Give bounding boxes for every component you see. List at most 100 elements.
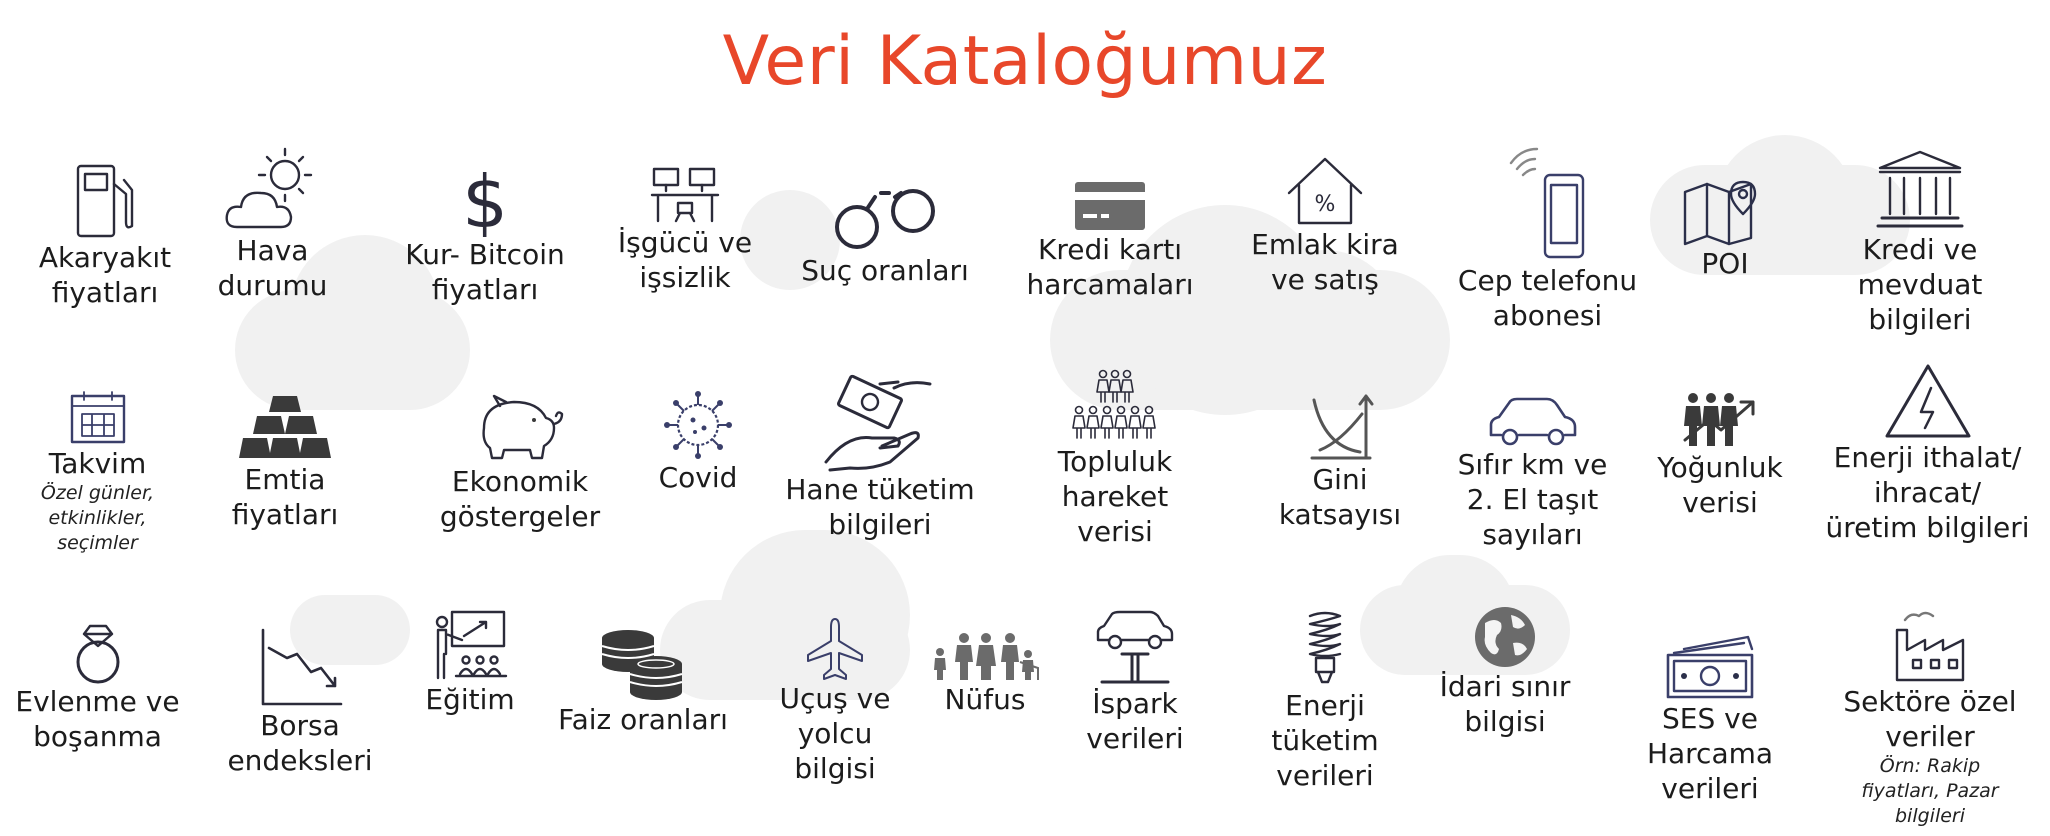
mobile-phone-icon bbox=[1509, 147, 1584, 259]
catalog-item-emtia: Emtia fiyatları bbox=[200, 392, 370, 532]
factory-icon bbox=[1895, 611, 1965, 682]
virus-icon bbox=[664, 391, 732, 459]
catalog-item-label: İşgücü ve işsizlik bbox=[617, 226, 753, 294]
car-icon bbox=[1489, 397, 1576, 446]
catalog-item-suc: Suç oranları bbox=[790, 175, 980, 288]
catalog-item-ekonomik: Ekonomik göstergeler bbox=[425, 392, 615, 534]
cloud-shape bbox=[290, 595, 410, 665]
hand-money-icon bbox=[824, 374, 932, 472]
catalog-item-kredimevduat: Kredi ve mevduat bilgileri bbox=[1820, 148, 2020, 337]
globe-icon bbox=[1475, 607, 1535, 667]
gini-curve-icon bbox=[1310, 394, 1374, 460]
catalog-item-evlenme: Evlenme ve boşanma bbox=[15, 620, 180, 754]
catalog-item-emlak: % Emlak kira ve satış bbox=[1240, 155, 1410, 297]
catalog-item-enerjituketim: Enerji tüketim verileri bbox=[1255, 608, 1395, 793]
catalog-item-label: Hava durumu bbox=[217, 234, 328, 302]
cloud-shape bbox=[1250, 250, 1400, 400]
svg-text:$: $ bbox=[462, 165, 508, 237]
catalog-item-egitim: Eğitim bbox=[415, 608, 525, 717]
calendar-icon bbox=[70, 391, 125, 444]
people-growth-icon bbox=[1683, 393, 1755, 446]
catalog-item-label: Enerji tüketim verileri bbox=[1271, 689, 1379, 792]
catalog-item-nufus: Nüfus bbox=[925, 632, 1045, 717]
crowd-icon bbox=[1072, 369, 1156, 439]
catalog-item-label: Cep telefonu abonesi bbox=[1457, 264, 1638, 332]
catalog-item-label: Akaryakıt fiyatları bbox=[38, 241, 172, 309]
bank-icon bbox=[1876, 150, 1964, 228]
catalog-item-label: POI bbox=[1701, 247, 1749, 280]
catalog-item-topluluk: Topluluk hareket verisi bbox=[1020, 368, 1210, 549]
catalog-item-covid: Covid bbox=[648, 390, 748, 495]
catalog-item-kur: $ Kur- Bitcoin fiyatları bbox=[400, 165, 570, 307]
catalog-item-label: Emtia fiyatları bbox=[231, 463, 339, 531]
catalog-item-sublabel: Özel günler, etkinlikler, seçimler bbox=[40, 482, 155, 554]
catalog-item-label: Ekonomik göstergeler bbox=[439, 465, 601, 533]
catalog-item-cep: Cep telefonu abonesi bbox=[1455, 145, 1640, 333]
light-bulb-icon bbox=[1308, 611, 1342, 684]
catalog-item-takvim: Takvim Özel günler, etkinlikler, seçimle… bbox=[20, 390, 175, 556]
catalog-item-faiz: Faiz oranları bbox=[548, 628, 738, 737]
cloud-shape bbox=[720, 530, 910, 700]
catalog-item-idari: İdari sınır bilgisi bbox=[1425, 605, 1585, 739]
cloud-shape bbox=[1715, 135, 1855, 275]
classroom-icon bbox=[435, 610, 508, 680]
catalog-item-label: Eğitim bbox=[425, 683, 515, 716]
credit-card-icon bbox=[1075, 182, 1145, 230]
car-lift-icon bbox=[1096, 610, 1174, 684]
catalog-item-label: Suç oranları bbox=[801, 254, 969, 287]
svg-text:%: % bbox=[1315, 192, 1336, 217]
catalog-item-sifirkm: Sıfır km ve 2. El taşıt sayıları bbox=[1445, 395, 1620, 552]
catalog-item-label: Sektöre özel veriler bbox=[1843, 685, 2017, 753]
airplane-icon bbox=[807, 618, 863, 680]
catalog-item-enerjiithalat: Enerji ithalat/ ihracat/ üretim bilgiler… bbox=[1820, 362, 2035, 545]
cloud-shape bbox=[740, 190, 840, 290]
catalog-item-label: Takvim bbox=[48, 447, 147, 480]
workstations-icon bbox=[650, 167, 720, 223]
catalog-item-gini: Gini katsayısı bbox=[1270, 390, 1410, 532]
catalog-item-label: İspark verileri bbox=[1086, 687, 1184, 755]
catalog-item-ispark: İspark verileri bbox=[1060, 610, 1210, 756]
catalog-item-akaryakit: Akaryakıt fiyatları bbox=[20, 160, 190, 310]
map-pin-icon bbox=[1683, 180, 1757, 246]
catalog-item-label: Borsa endeksleri bbox=[227, 709, 373, 777]
catalog-item-poi: POI bbox=[1670, 180, 1780, 281]
weather-sun-cloud-icon bbox=[225, 147, 312, 229]
banknotes-icon bbox=[1666, 635, 1754, 699]
catalog-item-label: Covid bbox=[658, 461, 738, 494]
catalog-item-kredikarti: Kredi kartı harcamaları bbox=[1015, 180, 1205, 302]
catalog-item-label: SES ve Harcama verileri bbox=[1646, 702, 1774, 805]
catalog-item-label: Evlenme ve boşanma bbox=[15, 685, 180, 753]
catalog-item-borsa: Borsa endeksleri bbox=[220, 628, 380, 778]
gold-bars-icon bbox=[239, 396, 331, 458]
catalog-item-label: Enerji ithalat/ ihracat/ üretim bilgiler… bbox=[1825, 441, 2030, 544]
dollar-sign-icon: $ bbox=[462, 165, 508, 237]
catalog-item-label: Sıfır km ve 2. El taşıt sayıları bbox=[1457, 448, 1608, 551]
catalog-item-hane: Hane tüketim bilgileri bbox=[780, 372, 980, 542]
catalog-item-ucus: Uçuş ve yolcu bilgisi bbox=[770, 615, 900, 786]
high-voltage-icon bbox=[1885, 364, 1970, 438]
fuel-pump-icon bbox=[76, 164, 134, 238]
house-percent-icon: % bbox=[1287, 157, 1363, 225]
catalog-item-label: Nüfus bbox=[944, 683, 1026, 716]
catalog-item-label: Kredi kartı harcamaları bbox=[1026, 233, 1194, 301]
falling-chart-icon bbox=[261, 628, 343, 706]
ring-icon bbox=[76, 624, 119, 684]
family-icon bbox=[934, 633, 1039, 680]
catalog-item-yogunluk: Yoğunluk verisi bbox=[1650, 390, 1790, 520]
catalog-item-sublabel: Örn: Rakip fiyatları, Pazar bilgileri bbox=[1861, 755, 1999, 827]
catalog-item-ses: SES ve Harcama verileri bbox=[1635, 635, 1785, 806]
piggy-bank-icon bbox=[482, 394, 564, 460]
catalog-item-label: Yoğunluk verisi bbox=[1657, 451, 1783, 519]
catalog-item-label: Gini katsayısı bbox=[1278, 463, 1402, 531]
catalog-item-isgucu: İşgücü ve işsizlik bbox=[610, 165, 760, 295]
catalog-item-label: Uçuş ve yolcu bilgisi bbox=[779, 682, 891, 785]
catalog-item-label: İdari sınır bilgisi bbox=[1439, 670, 1571, 738]
catalog-item-hava: Hava durumu bbox=[200, 145, 345, 303]
catalog-item-label: Faiz oranları bbox=[558, 703, 728, 736]
catalog-item-label: Kredi ve mevduat bilgileri bbox=[1857, 233, 1983, 336]
catalog-item-label: Hane tüketim bilgileri bbox=[785, 473, 975, 541]
catalog-item-label: Kur- Bitcoin fiyatları bbox=[405, 238, 565, 306]
cloud-shape bbox=[290, 235, 440, 385]
catalog-item-label: Emlak kira ve satış bbox=[1251, 228, 1399, 296]
coins-icon bbox=[601, 630, 683, 700]
